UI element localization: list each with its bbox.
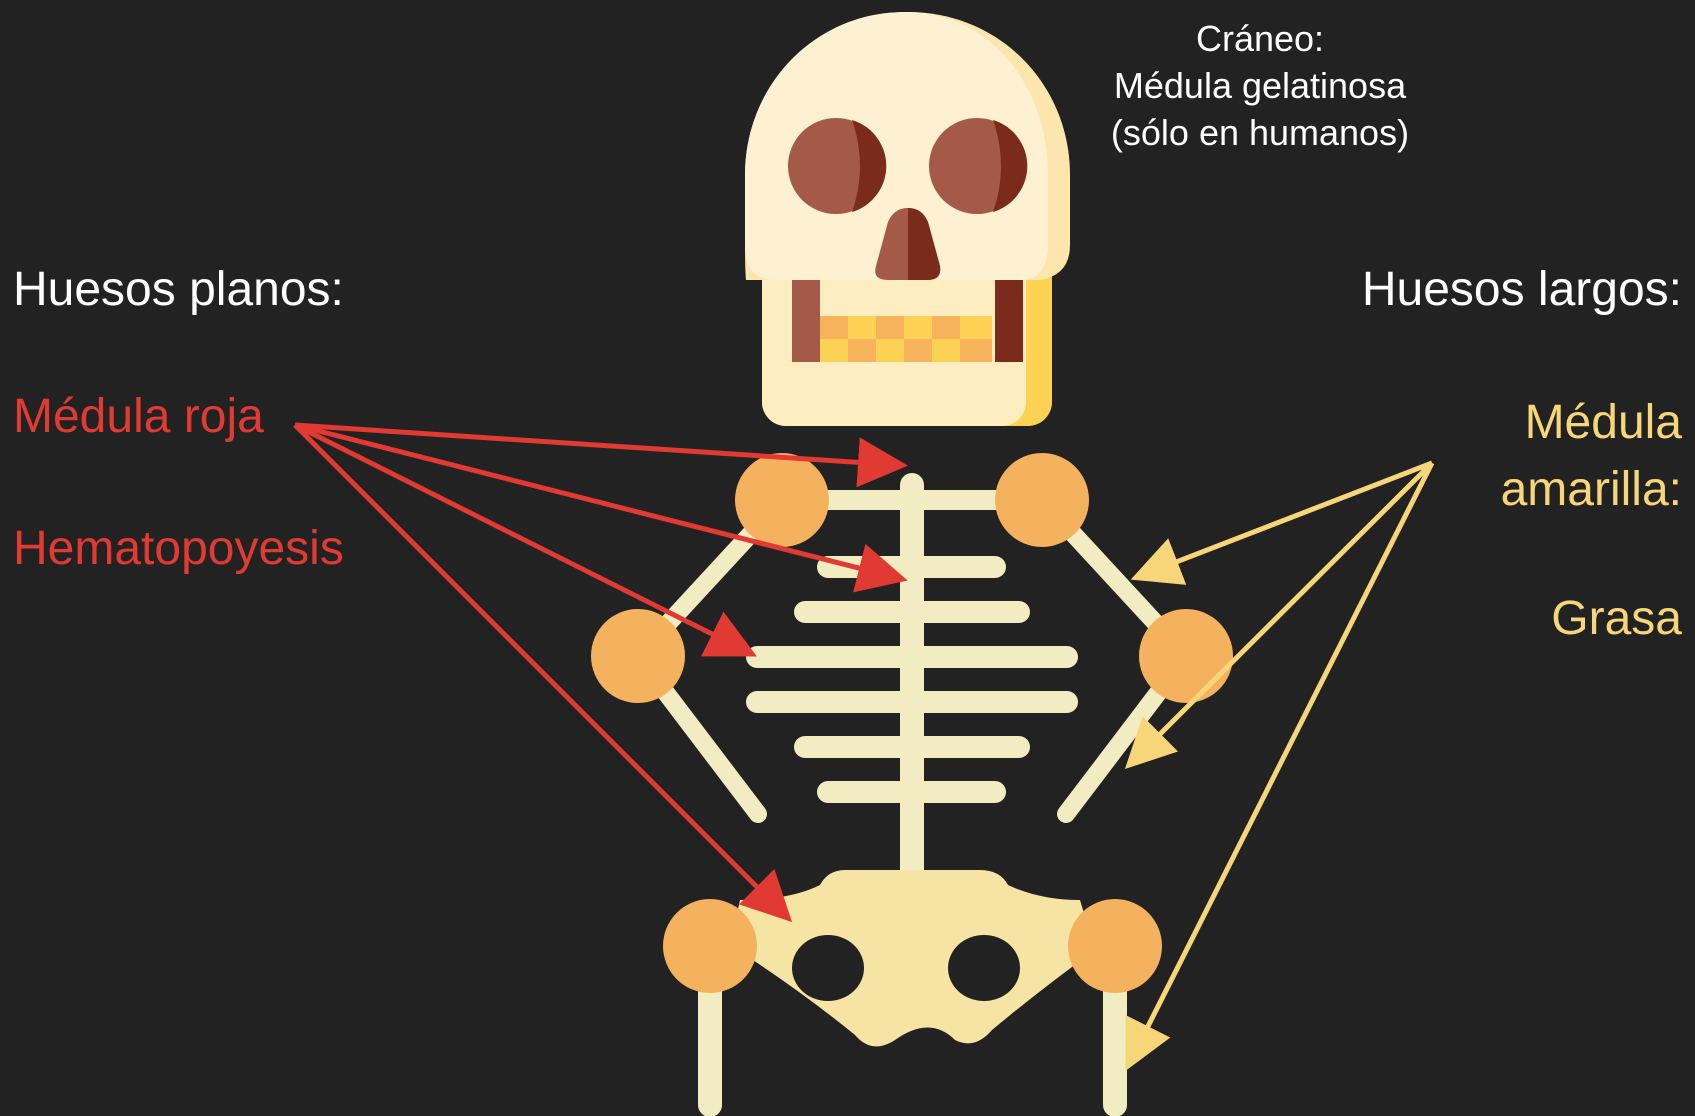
joint-elbow-left: [591, 609, 685, 703]
joint-elbow-right: [1139, 609, 1233, 703]
pelvis-hole-left: [792, 935, 864, 1001]
arrow-to-ribs: [295, 425, 748, 652]
skull-label-title: Cráneo:: [1080, 16, 1440, 63]
teeth: [792, 316, 992, 362]
long-bones-title: Huesos largos:: [1362, 262, 1682, 317]
pelvis: [730, 870, 1095, 1046]
joint-shoulder-right: [995, 453, 1089, 547]
skull-label-marrow: Médula gelatinosa: [1080, 63, 1440, 110]
arrow-to-leg: [1130, 463, 1432, 1062]
hematopoiesis-label: Hematopoyesis: [13, 521, 344, 576]
yellow-marrow-label: Médula amarilla:: [1501, 389, 1682, 523]
arrow-to-pelvis: [295, 425, 785, 915]
flat-bones-title: Huesos planos:: [13, 262, 344, 317]
yellow-marrow-line1: Médula: [1501, 389, 1682, 456]
yellow-marrow-arrows: [1130, 463, 1432, 1062]
joint-hip-left: [663, 899, 757, 993]
red-marrow-label: Médula roja: [13, 389, 264, 444]
skull-label-note: (sólo en humanos): [1080, 110, 1440, 157]
joint-shoulder-left: [735, 453, 829, 547]
arrow-to-upper-arm: [1140, 463, 1432, 576]
arrow-to-sternum: [295, 425, 898, 465]
skull: [745, 12, 1070, 426]
yellow-marrow-line2: amarilla:: [1501, 456, 1682, 523]
fat-label: Grasa: [1551, 591, 1682, 646]
joint-hip-right: [1068, 899, 1162, 993]
skull-label: Cráneo: Médula gelatinosa (sólo en human…: [1080, 16, 1440, 156]
pelvis-hole-right: [948, 935, 1020, 1001]
